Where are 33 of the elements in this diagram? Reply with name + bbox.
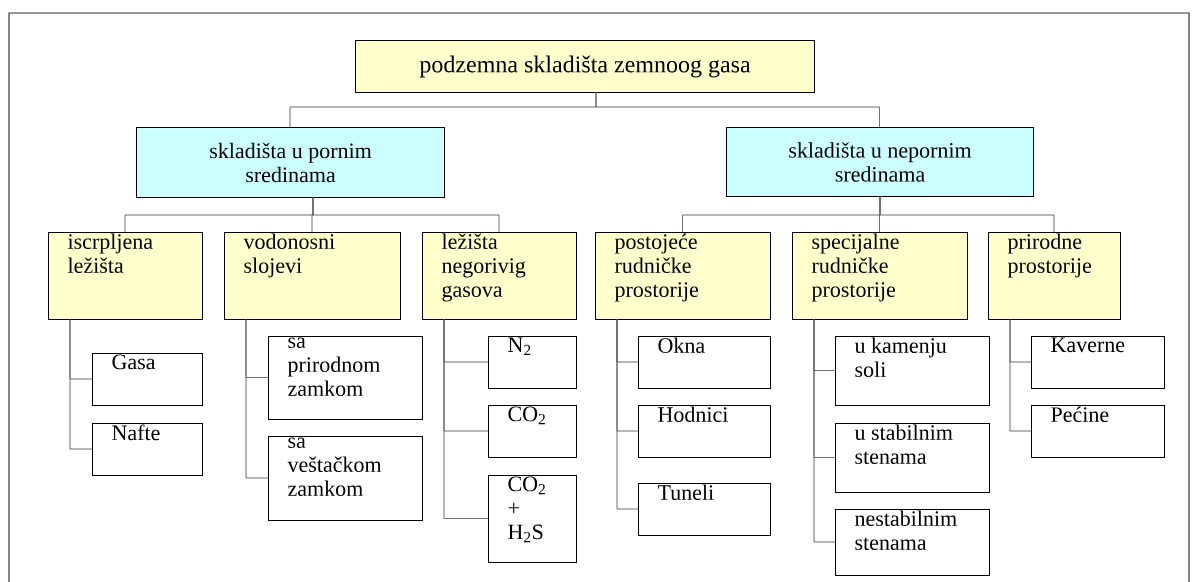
category-box: iscrpljena ležišta [48, 232, 203, 320]
connector-line [1009, 318, 1032, 432]
connector-line [443, 318, 489, 519]
category-box: postojeće rudničke prostorije [595, 232, 771, 320]
item-box: Hodnici [638, 405, 771, 458]
category-box: vodonosni slojevi [224, 232, 401, 320]
connector-line [312, 196, 500, 233]
connector-line [69, 318, 93, 450]
item-box: Tuneli [638, 483, 771, 536]
item-box: nestabilnim stenama [835, 509, 990, 576]
item-box: CO$_{2}$ [488, 405, 577, 458]
connector-line [595, 91, 880, 128]
category-box: podzemna skladišta zemnoog gasa [355, 40, 815, 93]
item-box: Nafte [92, 423, 203, 476]
connector-line [616, 318, 639, 510]
item-box: Okna [638, 336, 771, 389]
item-box: CO$_{2}$ + H$_{2}$S [488, 475, 577, 563]
connector-line [813, 318, 836, 543]
connector-line [879, 195, 1055, 233]
item-box: u kamenju soli [835, 336, 990, 406]
item-box: Pećine [1031, 405, 1165, 458]
item-box: sa prirodnom zamkom [268, 336, 423, 420]
item-box: Kaverne [1031, 336, 1165, 389]
connector-line [245, 318, 269, 479]
item-box: N$_{2}$ [488, 336, 577, 389]
category-box: skladišta u pornim sredinama [136, 127, 445, 198]
category-box: prirodne prostorije [988, 232, 1121, 320]
item-box: Gasa [92, 353, 203, 406]
category-box: ležišta negorivig gasova [422, 232, 577, 320]
item-box: u stabilnim stenama [835, 423, 990, 493]
category-box: specijalne rudničke prostorije [792, 232, 968, 320]
item-box: sa veštačkom zamkom [268, 436, 423, 521]
category-box: skladišta u nepornim sredinama [726, 127, 1034, 197]
